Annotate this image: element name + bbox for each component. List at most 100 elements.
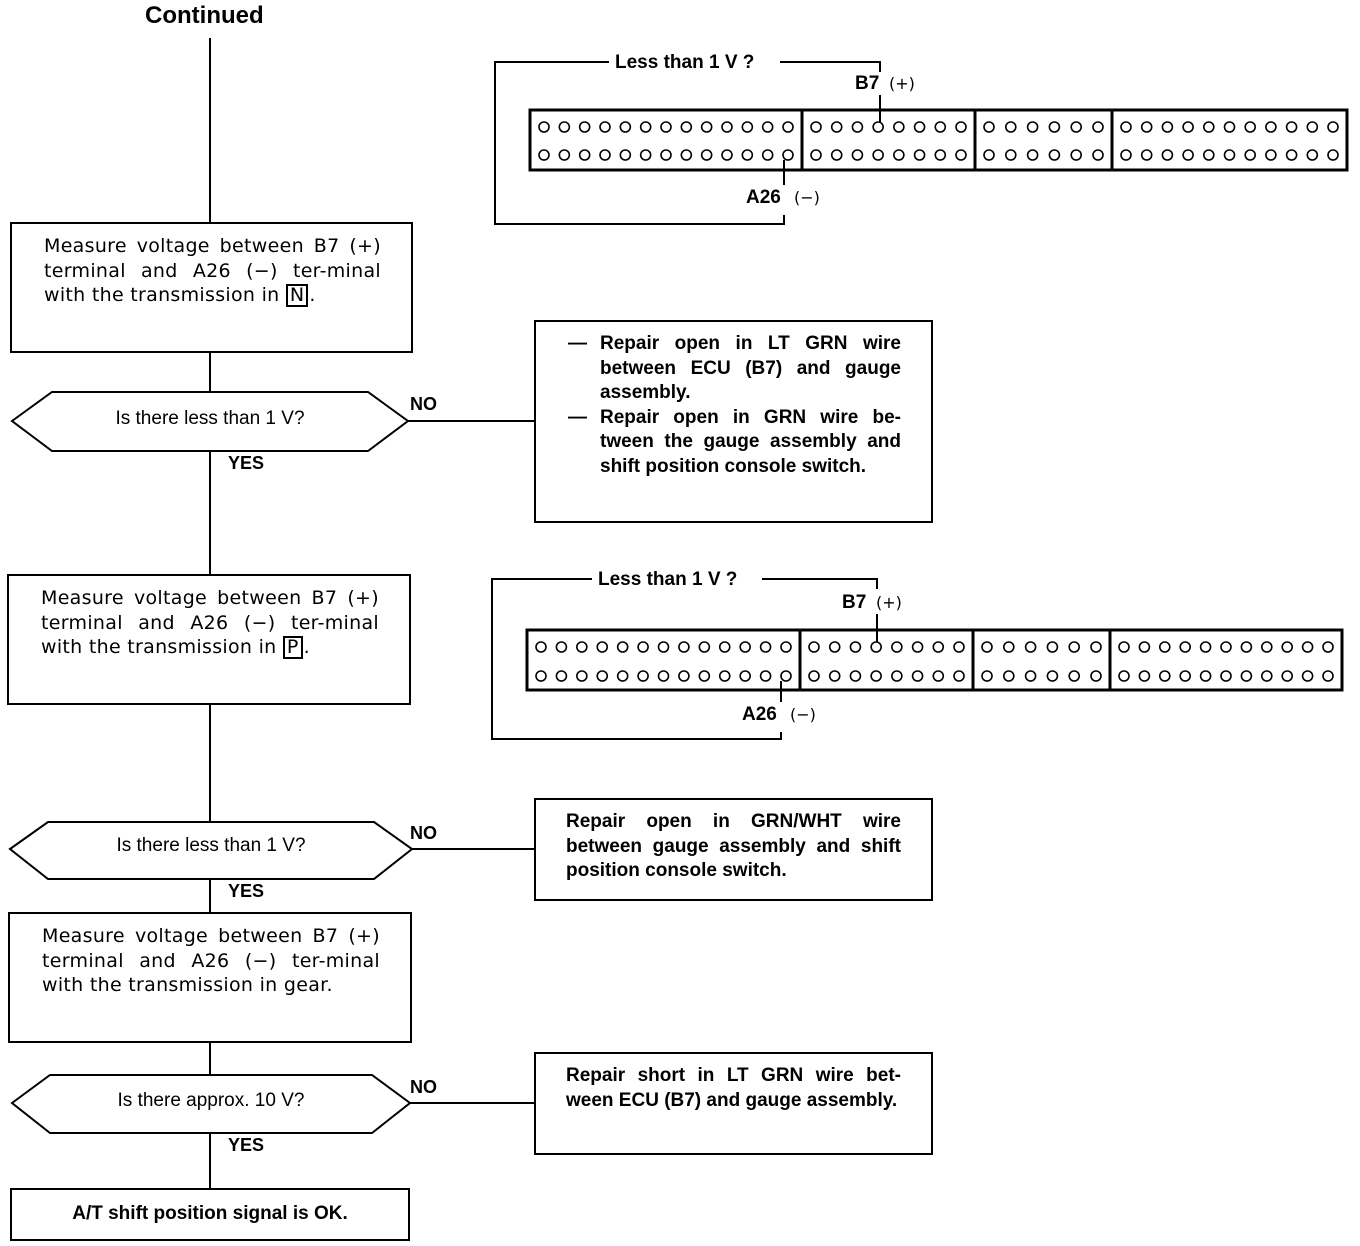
a26-label: A26 bbox=[742, 704, 777, 725]
connector-pin bbox=[1048, 149, 1061, 161]
connector-pin bbox=[983, 121, 995, 133]
connector-pin bbox=[739, 670, 751, 682]
connector-pin bbox=[1182, 121, 1194, 133]
connector-pin bbox=[1179, 670, 1191, 682]
b7-sign: (+) bbox=[889, 74, 915, 93]
connector-pin bbox=[1026, 149, 1039, 161]
connector-block bbox=[798, 628, 975, 692]
connector-block bbox=[1110, 108, 1349, 172]
repair-box-3: Repair short in LT GRN wire bet-ween ECU… bbox=[534, 1052, 933, 1155]
connector-pin bbox=[851, 121, 864, 133]
probe-wire-top bbox=[762, 578, 878, 589]
connector-pin bbox=[759, 641, 772, 653]
connector-pin bbox=[1004, 121, 1017, 133]
connector-pin bbox=[1240, 641, 1253, 653]
connector-question: Less than 1 V ? bbox=[598, 569, 737, 590]
connector-pin bbox=[953, 670, 965, 682]
connector-block bbox=[973, 108, 1114, 172]
connector-pin bbox=[891, 641, 903, 653]
result-box: A/T shift position signal is OK. bbox=[10, 1188, 410, 1241]
connector-pin bbox=[1090, 670, 1102, 682]
connector-pin bbox=[810, 121, 822, 133]
connector-pin bbox=[1120, 149, 1132, 161]
page-title: Continued bbox=[145, 2, 264, 29]
connector-pin bbox=[698, 641, 711, 653]
connector-pin bbox=[678, 670, 690, 682]
connector-pin bbox=[780, 670, 792, 682]
connector-pin bbox=[828, 641, 841, 653]
connector-pin bbox=[1281, 641, 1293, 653]
connector-pin bbox=[955, 121, 967, 133]
connector-pin bbox=[741, 121, 754, 133]
connector-pin bbox=[761, 149, 774, 161]
connector-block bbox=[1108, 628, 1344, 692]
connector-pin bbox=[1301, 670, 1314, 682]
connector-diagram-2: Less than 1 V ?B7(+)A26(−) bbox=[491, 566, 1344, 740]
connector-pin bbox=[1223, 121, 1236, 133]
connector-pin bbox=[721, 149, 733, 161]
connector-pin bbox=[761, 121, 774, 133]
connector-pin bbox=[1182, 149, 1194, 161]
connector-pin bbox=[1024, 670, 1037, 682]
connector-pin bbox=[555, 641, 568, 653]
connector-pin bbox=[1004, 149, 1017, 161]
connector-pin bbox=[913, 121, 926, 133]
connector-pin bbox=[1118, 670, 1130, 682]
connector-pin bbox=[782, 121, 794, 133]
connector-pin bbox=[872, 121, 884, 133]
step-end-1: . bbox=[309, 284, 316, 306]
connector-pin bbox=[911, 670, 924, 682]
connector-pin bbox=[1140, 149, 1153, 161]
connector-pin bbox=[893, 121, 905, 133]
connector-pin bbox=[1199, 641, 1212, 653]
connector-pin bbox=[1138, 641, 1151, 653]
connector-pin bbox=[660, 121, 672, 133]
connector-pin bbox=[578, 149, 591, 161]
connector-block bbox=[800, 108, 977, 172]
decision-yes-2: YES bbox=[228, 881, 265, 901]
connector-pin bbox=[1159, 670, 1171, 682]
connector-pin bbox=[1220, 670, 1232, 682]
repair-box-2: Repair open in GRN/WHT wire between gaug… bbox=[534, 798, 933, 901]
connector-pin bbox=[830, 121, 843, 133]
connector-pin bbox=[1203, 121, 1215, 133]
connector-pin bbox=[578, 121, 591, 133]
connector-pin bbox=[934, 121, 947, 133]
connector-pin bbox=[637, 670, 649, 682]
connector-pin bbox=[741, 149, 754, 161]
b7-label: B7 bbox=[855, 73, 879, 94]
connector-pin bbox=[1203, 149, 1215, 161]
connector-pin bbox=[1220, 641, 1232, 653]
decision-question-3: Is there approx. 10 V? bbox=[117, 1090, 305, 1111]
connector-pin bbox=[1159, 641, 1171, 653]
connector-pin bbox=[1070, 149, 1082, 161]
connector-pin bbox=[1306, 149, 1319, 161]
a26-sign: (−) bbox=[790, 705, 816, 724]
a26-label: A26 bbox=[746, 187, 781, 208]
a26-sign: (−) bbox=[794, 188, 820, 207]
shift-position-p: P bbox=[282, 636, 303, 659]
repair-text-1a: Repair open in LT GRN wire between ECU (… bbox=[600, 333, 901, 403]
b7-label: B7 bbox=[842, 592, 866, 613]
connector-pin bbox=[1120, 121, 1132, 133]
decision-diamond-1 bbox=[10, 391, 410, 452]
connector-pin bbox=[639, 121, 652, 133]
connector-diagram-1: Less than 1 V ? B7 (+) A26 (−) bbox=[494, 49, 1349, 225]
repair-item-1a: — Repair open in LT GRN wire between ECU… bbox=[566, 332, 901, 406]
step-end-2: . bbox=[303, 636, 310, 658]
connector-pin bbox=[596, 670, 609, 682]
connector-pin bbox=[1244, 149, 1256, 161]
shift-position-n: N bbox=[285, 284, 309, 307]
connector-pin bbox=[1327, 121, 1339, 133]
connector-pin bbox=[596, 641, 609, 653]
connector-pin bbox=[1048, 121, 1061, 133]
connector-pin bbox=[981, 641, 993, 653]
step-box-1: Measure voltage between B7 (+) terminal … bbox=[10, 222, 413, 353]
decision-question-1: Is there less than 1 V? bbox=[115, 408, 305, 429]
connector-question: Less than 1 V ? bbox=[615, 52, 754, 73]
connector-pin bbox=[780, 641, 792, 653]
repair-text-2: Repair open in GRN/WHT wire between gaug… bbox=[566, 811, 901, 881]
connector-pin bbox=[639, 149, 652, 161]
connector-pin bbox=[1261, 641, 1273, 653]
